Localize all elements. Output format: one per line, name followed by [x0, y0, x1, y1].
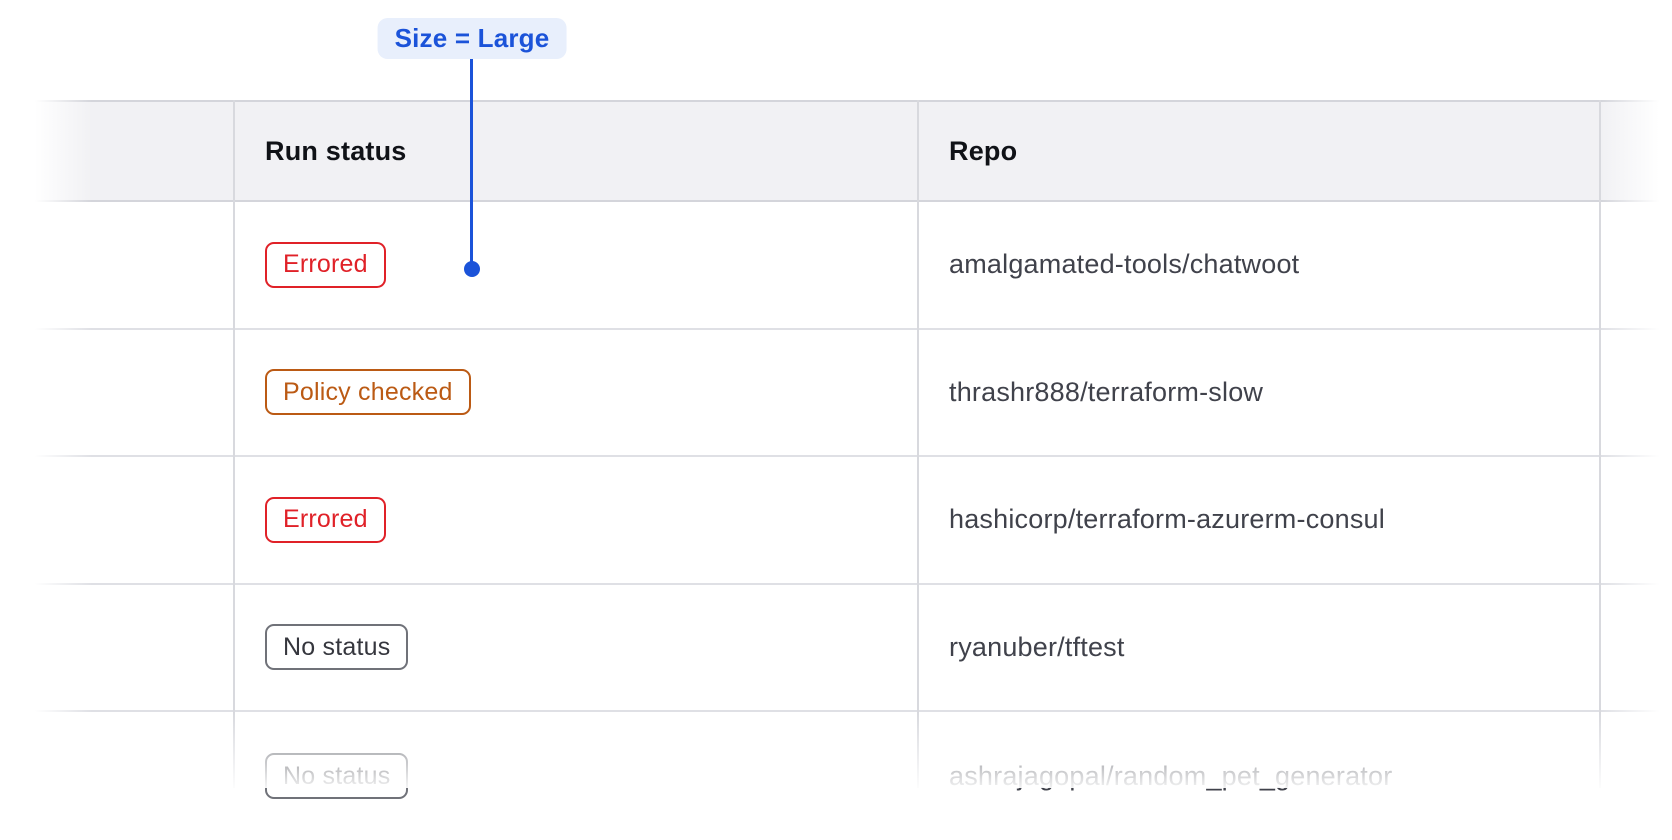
- repo-name: hashicorp/terraform-azurerm-consul: [949, 504, 1385, 535]
- annotation-dot: [464, 261, 480, 277]
- run-status-cell: Errored: [233, 241, 917, 288]
- annotation-connector-line: [470, 58, 473, 269]
- column-divider: [1599, 100, 1601, 788]
- runs-table: Run status Repo Errored amalgamated-tool…: [0, 100, 1672, 840]
- repo-name: ashrajagopal/random_pet_generator: [949, 760, 1393, 791]
- repo-cell: amalgamated-tools/chatwoot: [917, 249, 1599, 280]
- column-divider: [233, 100, 235, 788]
- repo-cell: hashicorp/terraform-azurerm-consul: [917, 504, 1599, 535]
- annotation-pill: Size = Large: [377, 18, 567, 59]
- column-header-run-status: Run status: [265, 135, 407, 166]
- run-status-cell: No status: [233, 753, 917, 799]
- table-row[interactable]: Errored hashicorp/terraform-azurerm-cons…: [0, 457, 1672, 585]
- run-status-cell: No status: [233, 624, 917, 671]
- status-badge: No status: [265, 624, 409, 671]
- table-header-row: Run status Repo: [0, 100, 1672, 202]
- status-badge: Policy checked: [265, 369, 471, 416]
- table-row[interactable]: No status ryanuber/tftest: [0, 584, 1672, 712]
- status-badge: Errored: [265, 241, 386, 288]
- table-row[interactable]: Policy checked thrashr888/terraform-slow: [0, 329, 1672, 457]
- repo-cell: thrashr888/terraform-slow: [917, 377, 1599, 408]
- repo-name: ryanuber/tftest: [949, 631, 1125, 662]
- table-row[interactable]: Errored amalgamated-tools/chatwoot: [0, 202, 1672, 330]
- run-status-cell: Errored: [233, 496, 917, 543]
- repo-cell: ashrajagopal/random_pet_generator: [917, 761, 1599, 792]
- annotated-table-screenshot: Run status Repo Errored amalgamated-tool…: [0, 18, 1672, 799]
- repo-name: thrashr888/terraform-slow: [949, 376, 1264, 407]
- repo-name: amalgamated-tools/chatwoot: [949, 249, 1300, 280]
- column-divider: [917, 100, 919, 788]
- column-header-repo: Repo: [949, 135, 1018, 166]
- repo-cell: ryanuber/tftest: [917, 632, 1599, 663]
- status-badge: Errored: [265, 496, 386, 543]
- status-badge: No status: [265, 753, 409, 799]
- table-row[interactable]: No status ashrajagopal/random_pet_genera…: [0, 712, 1672, 840]
- run-status-cell: Policy checked: [233, 369, 917, 416]
